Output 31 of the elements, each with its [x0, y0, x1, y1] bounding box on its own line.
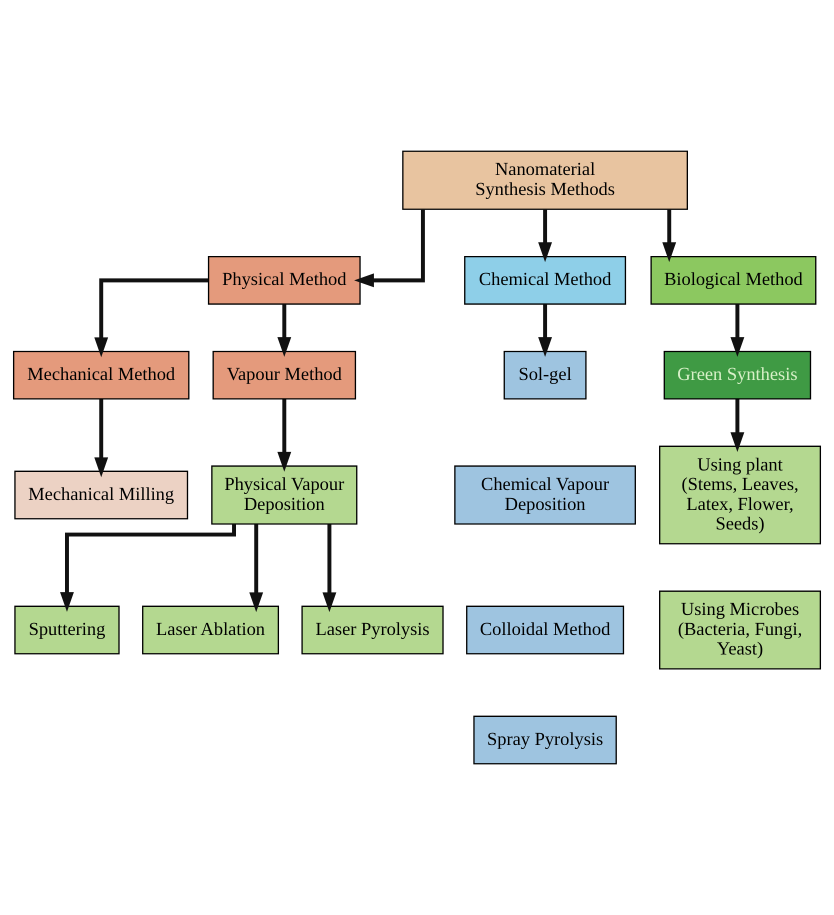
node-box: Colloidal Method	[466, 606, 624, 654]
arrow	[94, 278, 208, 358]
arrow	[354, 210, 425, 288]
node-box: Biological Method	[650, 256, 816, 305]
arrow	[277, 399, 292, 472]
node-box: Using plant (Stems, Leaves, Latex, Flower, Seeds)	[659, 446, 822, 544]
arrow	[249, 524, 264, 612]
node-box: Chemical Vapour Deposition	[454, 465, 636, 525]
node-box: Chemical Method	[464, 256, 626, 305]
arrow	[538, 210, 552, 262]
node-box: Mechanical Milling	[14, 470, 188, 520]
node-box: Using Microbes (Bacteria, Fungi, Yeast)	[659, 590, 822, 670]
arrow	[538, 304, 552, 357]
node-box: Green Synthesis	[664, 350, 812, 400]
node-box: Physical Vapour Deposition	[211, 465, 358, 525]
node-box: Mechanical Method	[12, 350, 190, 400]
arrow	[730, 304, 744, 357]
node-box: Sol-gel	[504, 350, 587, 400]
arrow	[730, 399, 744, 452]
node-box: Nanomaterial Synthesis Methods	[402, 150, 688, 210]
arrow	[662, 210, 676, 262]
arrow	[60, 524, 236, 612]
arrow	[94, 399, 108, 478]
node-box: Spray Pyrolysis	[473, 716, 617, 764]
node-box: Vapour Method	[212, 350, 356, 400]
arrow	[322, 524, 336, 612]
node-box: Laser Ablation	[142, 606, 280, 654]
node-box: Sputtering	[14, 606, 120, 654]
node-box: Physical Method	[208, 256, 361, 305]
node-box: Laser Pyrolysis	[301, 606, 444, 654]
arrow	[277, 304, 292, 357]
